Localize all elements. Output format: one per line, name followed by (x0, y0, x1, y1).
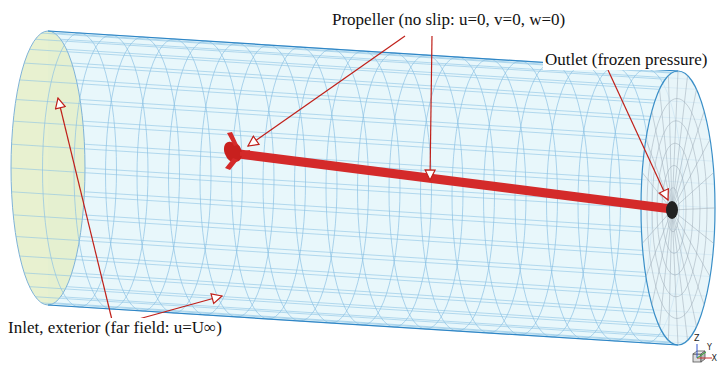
callout-label: Propeller (no slip: u=0, v=0, w=0) (330, 10, 567, 30)
leader-arrow (135, 296, 222, 320)
propeller-blades (225, 132, 250, 170)
outlet-mesh-ring (667, 188, 679, 232)
axis-triad (693, 344, 712, 362)
outlet-mesh-line (652, 111, 672, 210)
mesh-line (76, 256, 706, 296)
outlet-mesh-line (660, 210, 673, 327)
callout-label: Outlet (frozen pressure) (543, 50, 709, 70)
mesh-line (83, 121, 713, 161)
outlet-mesh-line (672, 76, 688, 210)
outlet-mesh-line (652, 210, 672, 305)
leader-arrow (608, 70, 668, 200)
outlet-mesh-line (672, 210, 697, 327)
mesh-line (20, 256, 650, 296)
mesh-line (80, 100, 710, 140)
mesh-lines (11, 31, 715, 345)
mesh-line (80, 237, 710, 277)
mesh-line (13, 121, 643, 161)
mesh-line (24, 273, 654, 313)
axis-label: Y (707, 343, 712, 352)
leader-arrow (248, 36, 405, 146)
mesh-line (16, 237, 646, 277)
mesh-line (12, 192, 642, 232)
shaft (235, 149, 676, 214)
outlet-mesh-line (672, 140, 710, 211)
mesh-line (13, 215, 643, 255)
domain-body (48, 31, 715, 345)
mesh-line (11, 168, 641, 208)
axis-label: X (712, 354, 717, 363)
mesh-line (76, 80, 706, 120)
outlet-mesh-line (660, 89, 673, 210)
outlet-mesh-line (672, 89, 697, 210)
outlet-mesh-line (672, 210, 704, 305)
leader-arrow (58, 98, 112, 320)
outlet-mesh-line (672, 111, 704, 210)
outlet-refinement (666, 201, 678, 219)
mesh-line (16, 100, 646, 140)
outlet-mesh-line (646, 210, 672, 277)
mesh-line (83, 215, 713, 255)
callout-label: Inlet, exterior (far field: u=U∞) (6, 318, 224, 338)
outlet-mesh-line (672, 208, 715, 210)
axis-label: Z (694, 334, 699, 343)
mesh-line (84, 192, 714, 232)
leader-arrow (430, 36, 432, 180)
